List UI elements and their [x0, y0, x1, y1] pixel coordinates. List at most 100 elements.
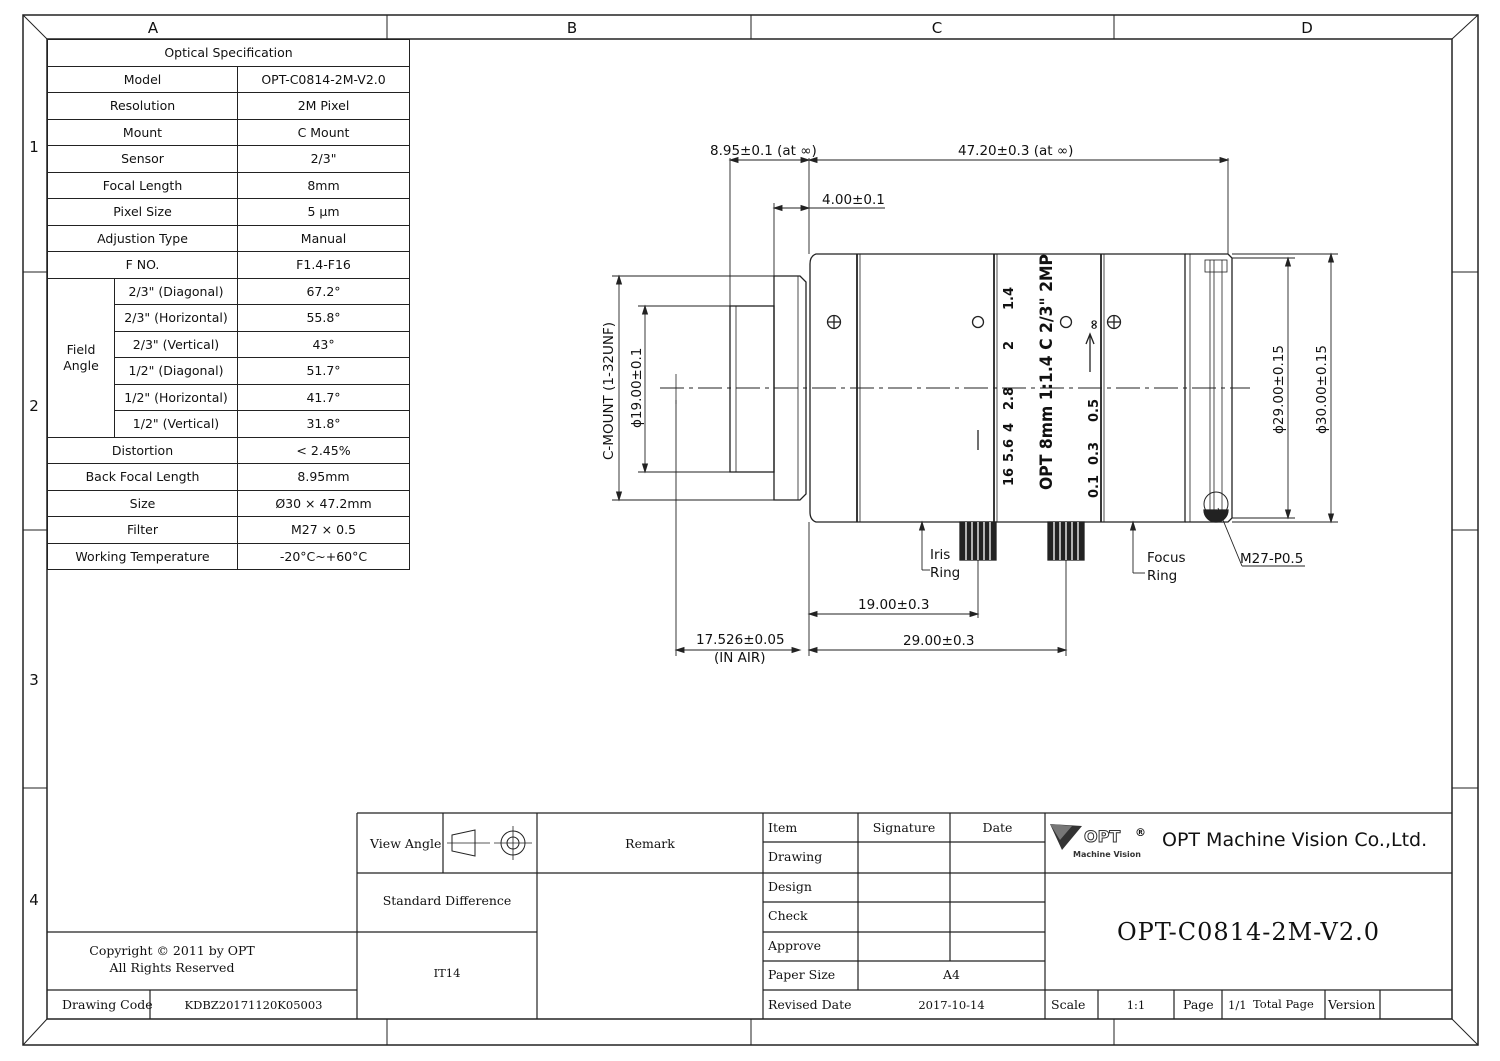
spec-value: 8mm [236, 171, 411, 199]
spec-value: < 2.45% [236, 436, 411, 464]
page-value: 1/1 [1228, 998, 1247, 1012]
company-name: OPT Machine Vision Co.,Ltd. [1162, 829, 1428, 851]
spec-value: 2M Pixel [236, 92, 411, 120]
spec-row: 2/3" (Horizontal)55.8° [48, 304, 411, 332]
spec-label: Back Focal Length [47, 463, 238, 491]
spec-label: Filter [47, 516, 238, 544]
spec-label: Distortion [47, 436, 238, 464]
remark-label: Remark [625, 836, 675, 851]
dim-length: 47.20±0.3 (at ∞) [958, 143, 1073, 159]
iris-scale-2: 2 [1002, 341, 1017, 350]
barrel [809, 253, 1186, 523]
spec-value: M27 × 0.5 [236, 516, 411, 544]
spec-row: F NO.F1.4-F16 [47, 251, 411, 279]
frame [22, 14, 1479, 1046]
spec-value: 5 μm [236, 198, 411, 226]
dim-flange: 4.00±0.1 [822, 192, 885, 208]
row-label-2: 2 [29, 397, 39, 415]
focus-scale-0.5: 0.5 [1087, 399, 1102, 422]
iris-scale-1.4: 1.4 [1002, 287, 1017, 310]
iris-scale-16: 16 [1002, 468, 1017, 486]
version-label: Version [1328, 997, 1376, 1012]
spec-label: Size [47, 489, 238, 517]
field-row-label: 1/2" (Horizontal) [114, 383, 238, 411]
revised-date-value: 2017-10-14 [918, 998, 985, 1012]
logo-sub: Machine Vision [1073, 850, 1141, 859]
drawing-code-label: Drawing Code [62, 997, 153, 1012]
spec-row: 1/2" (Vertical)31.8° [48, 410, 411, 438]
row-label-1: 1 [29, 138, 39, 156]
label-iris-1: Iris [930, 547, 950, 563]
barrel-text: OPT 8mm 1:1.4 C 2/3" 2MP [1037, 254, 1056, 490]
scale-value: 1:1 [1126, 998, 1146, 1012]
field-row-value: 67.2° [236, 277, 411, 305]
dim-mount-thread: C-MOUNT (1-32UNF) [601, 322, 617, 460]
iris-scale-5.6: 5.6 [1002, 439, 1017, 462]
field-row-label: 1/2" (Vertical) [114, 410, 238, 438]
paper-size-value: A4 [943, 967, 960, 982]
spec-label: Focal Length [47, 171, 238, 199]
dim-iris-pos: 19.00±0.3 [858, 597, 929, 613]
focus-scale-inf: ∞ [1087, 319, 1102, 330]
paper-size-label: Paper Size [768, 967, 836, 982]
date-label: Date [982, 820, 1013, 835]
field-angle-label-1: Field [66, 341, 96, 357]
field-row-label: 2/3" (Vertical) [114, 330, 238, 358]
opt-logo: OPT ® Machine Vision [1050, 824, 1146, 859]
title-block [47, 812, 1452, 1019]
field-row-value: 55.8° [236, 304, 411, 332]
spec-value: 2/3" [236, 145, 411, 173]
iris-scale-4: 4 [1002, 423, 1017, 432]
spec-value: C Mount [236, 118, 411, 146]
revised-date-label: Revised Date [768, 997, 852, 1012]
standard-difference-label: Standard Difference [382, 893, 512, 908]
item-label: Item [768, 820, 798, 835]
row-label-3: 3 [29, 671, 39, 689]
svg-text:®: ® [1135, 826, 1146, 839]
field-row-label: 2/3" (Horizontal) [114, 304, 238, 332]
field-row-label: 2/3" (Diagonal) [114, 277, 238, 305]
spec-row: 1/2" (Diagonal)51.7° [48, 357, 411, 385]
view-angle-label: View Angle [370, 836, 442, 851]
dim-focus-pos: 29.00±0.3 [903, 633, 974, 649]
col-label-b: B [567, 19, 577, 37]
design-label: Design [768, 879, 812, 894]
dim-bfl: 8.95±0.1 (at ∞) [710, 143, 817, 159]
row-label-4: 4 [29, 891, 39, 909]
page-label: Page [1183, 997, 1214, 1012]
field-row-value: 41.7° [236, 383, 411, 411]
field-row-label: 1/2" (Diagonal) [114, 357, 238, 385]
dim-flange-back: 17.526±0.05 [696, 632, 785, 648]
spec-label: Pixel Size [47, 198, 238, 226]
total-page-label: Total Page [1253, 997, 1314, 1011]
spec-value: -20°C~+60°C [236, 542, 411, 570]
drawing-code: KDBZ20171120K05003 [184, 998, 323, 1012]
spec-label: Sensor [47, 145, 238, 173]
dim-d29: ϕ29.00±0.15 [1271, 345, 1287, 434]
lens-drawing [660, 253, 1250, 561]
dim-d30: ϕ30.00±0.15 [1314, 345, 1330, 434]
spec-label: Working Temperature [47, 542, 238, 570]
spec-label: Resolution [47, 92, 238, 120]
spec-value: 8.95mm [236, 463, 411, 491]
dimension-labels: 8.95±0.1 (at ∞) 47.20±0.3 (at ∞) 4.00±0.… [601, 143, 1330, 666]
spec-label: Mount [47, 118, 238, 146]
check-label: Check [768, 908, 808, 923]
field-row-value: 51.7° [236, 357, 411, 385]
focus-scale-0.1: 0.1 [1087, 475, 1102, 498]
spec-label: Adjustion Type [47, 224, 238, 252]
col-label-d: D [1301, 19, 1313, 37]
label-iris-2: Ring [930, 565, 960, 581]
it-value: IT14 [433, 966, 461, 980]
